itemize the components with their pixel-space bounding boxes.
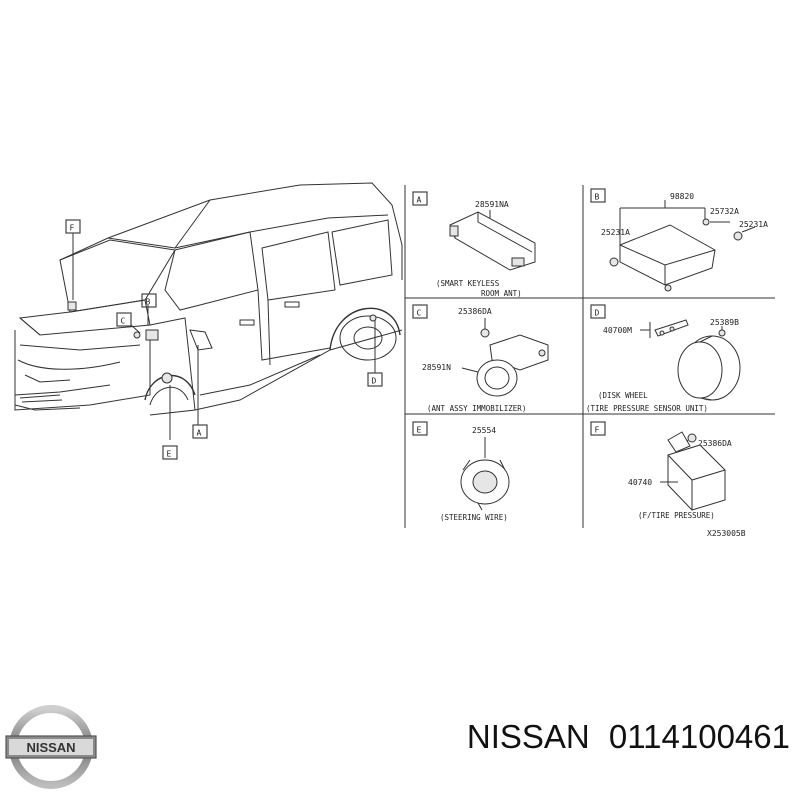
part-number: 0114100461 (608, 718, 790, 755)
product-caption: NISSAN 0114100461 (370, 712, 790, 762)
callout-label-F: F (70, 224, 75, 233)
callout-label-B: B (146, 298, 151, 307)
panel-A-letter: A (417, 196, 422, 205)
panel-D-caption-line2: (TIRE PRESSURE SENSOR UNIT) (586, 404, 708, 413)
panel-A-part-0: 28591NA (475, 200, 509, 209)
callout-D: D (367, 372, 383, 387)
panel-C-caption: (ANT ASSY IMMOBILIZER) (427, 404, 526, 413)
callout-label-D: D (372, 377, 377, 386)
nissan-logo-text: NISSAN (26, 740, 75, 755)
panel-F-part-0: 25386DA (698, 439, 732, 448)
callout-label-A: A (197, 429, 202, 438)
callout-F: F (65, 219, 81, 234)
panel-B-part-3: 25231A (601, 228, 630, 237)
panel-C-part-1: 28591N (422, 363, 451, 372)
panel-E: E 25554 (STEERING WIRE) (412, 421, 510, 522)
panel-C-letter: C (417, 309, 422, 318)
panel-B-part-1: 25732A (710, 207, 739, 216)
panel-C: C 25386DA 28591N (ANT ASSY IMMOBILIZER) (412, 304, 549, 413)
panel-D: D 40700M 25389B (DISK WHEEL (TIRE PRESSU… (586, 304, 741, 413)
panel-A-caption-line2: ROOM ANT) (481, 289, 522, 298)
panel-F: F 25386DA 40740 (F/TIRE PRESSURE) (590, 421, 732, 520)
panel-B-part-0: 98820 (670, 192, 694, 201)
panel-D-letter: D (595, 309, 600, 318)
callout-B: B (141, 293, 157, 308)
callout-A: A (192, 424, 208, 439)
brand-name: NISSAN (466, 718, 590, 755)
panel-D-part-1: 25389B (710, 318, 739, 327)
nissan-logo: NISSAN (5, 705, 97, 789)
panel-E-letter: E (417, 426, 422, 435)
panel-D-caption-line1: (DISK WHEEL (598, 391, 648, 400)
panel-E-part-0: 25554 (472, 426, 496, 435)
callout-label-E: E (167, 450, 172, 459)
callout-E: E (162, 445, 178, 460)
panel-D-part-0: 40700M (603, 326, 632, 335)
panel-B-part-2: 25231A (739, 220, 768, 229)
panel-A: A 28591NA (SMART KEYLESS ROOM ANT) (412, 191, 536, 298)
panel-C-part-0: 25386DA (458, 307, 492, 316)
van-illustration (14, 182, 403, 440)
diagram-code: X253005B (707, 529, 746, 538)
panel-A-caption-line1: (SMART KEYLESS (436, 279, 500, 288)
callout-C: C (116, 312, 132, 327)
panel-F-letter: F (595, 426, 600, 435)
panel-F-caption: (F/TIRE PRESSURE) (638, 511, 715, 520)
callout-label-C: C (121, 317, 126, 326)
panel-E-caption: (STEERING WIRE) (440, 513, 508, 522)
panel-F-part-1: 40740 (628, 478, 652, 487)
panel-B: B 98820 25732A 25231A 25231A (590, 188, 768, 292)
panel-grid (404, 185, 775, 528)
panel-B-letter: B (595, 193, 600, 202)
